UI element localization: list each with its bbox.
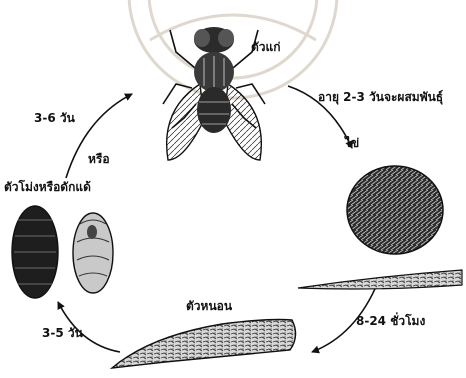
pupa-to-adult-duration: 3-6 วัน	[34, 111, 75, 125]
mating-age-note: อายุ 2-3 วันจะผสมพันธุ์	[318, 90, 443, 104]
adult-fly-drawing	[163, 27, 265, 160]
larva-label: ตัวหนอน	[186, 299, 232, 313]
adult-label: ตัวแก่	[251, 40, 281, 54]
watermark-seal	[129, 0, 337, 98]
single-egg-drawing	[298, 270, 462, 289]
egg-to-larva-duration: 8-24 ชั่วโมง	[356, 314, 425, 328]
egg-mass-drawing	[347, 166, 443, 254]
egg-label: ไข่	[345, 136, 359, 150]
pupa-label: ตัวโม่งหรือดักแด้	[4, 180, 91, 194]
light-pupa-drawing	[73, 213, 113, 293]
dark-pupa-drawing	[12, 206, 58, 298]
larva-to-pupa-duration: 3-5 วัน	[42, 326, 83, 340]
pupa-or-connector: หรือ	[88, 152, 110, 166]
larva-drawing	[112, 320, 296, 369]
